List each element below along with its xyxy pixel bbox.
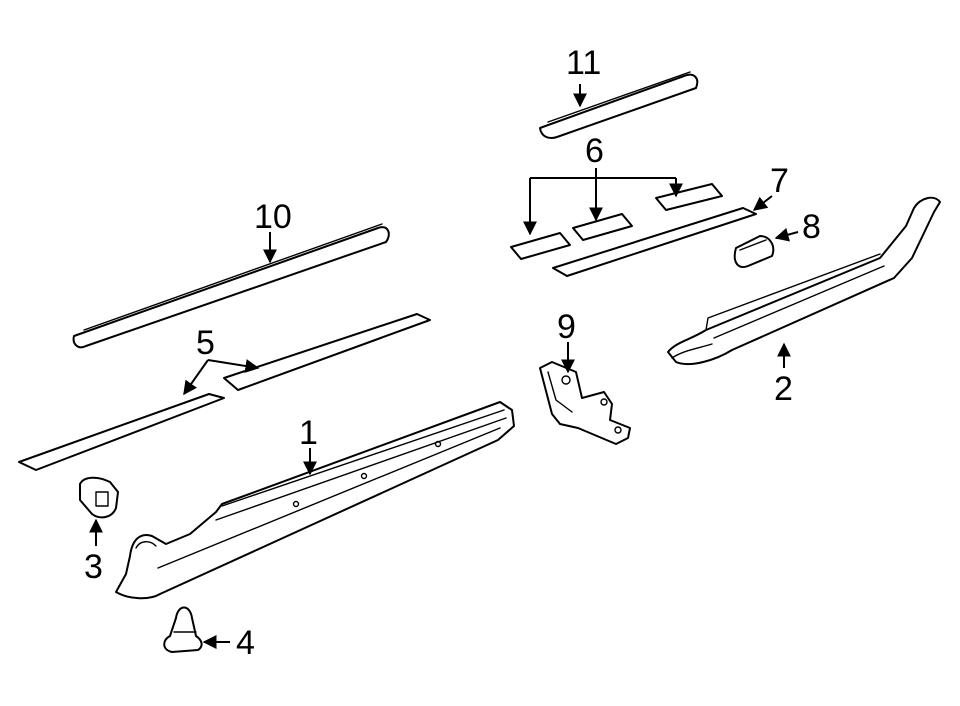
callout-6: 6 [585,132,604,170]
part-9-bracket [539,361,631,445]
part-10-moulding [72,223,390,349]
leader-8 [774,227,799,242]
callout-2: 2 [774,370,793,408]
leaders [89,84,799,649]
part-2-extension [667,196,941,366]
callouts: 11 6 7 8 10 5 1 9 2 3 4 [84,44,821,662]
callout-5: 5 [196,324,215,362]
part-7-plate [552,207,757,277]
leader-5a [183,359,209,396]
leader-5b [207,359,260,373]
callout-3: 3 [84,548,103,586]
part-5-strips [18,313,431,471]
part-4-fastener [163,606,203,653]
callout-1: 1 [299,414,318,452]
callout-8: 8 [802,208,821,246]
callout-7: 7 [770,162,789,200]
part-1-rocker [115,401,515,600]
callout-4: 4 [236,624,255,662]
part-11-moulding [539,71,699,139]
callout-11: 11 [566,44,601,82]
part-6-pads [510,183,723,260]
part-8-clip [733,235,775,268]
callout-9: 9 [557,308,576,346]
part-3-clip [79,476,119,519]
callout-10: 10 [254,198,292,236]
leader-7 [752,195,773,211]
